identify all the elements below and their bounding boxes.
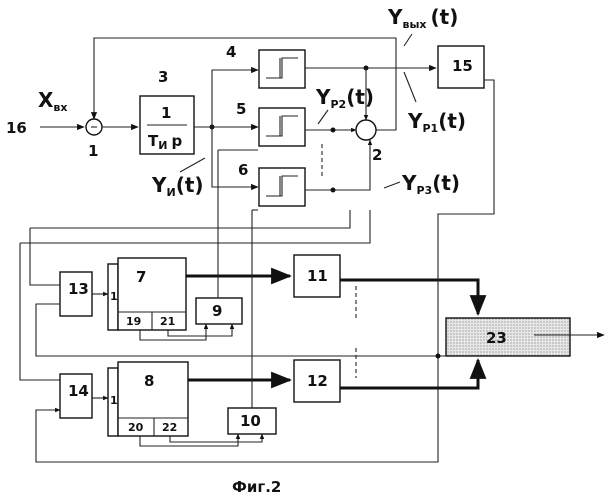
block-21-number: 21 [160,315,175,328]
yout-leader [404,34,412,46]
block-13-number: 13 [68,280,89,298]
block-11-number: 11 [307,267,328,285]
block-15-number: 15 [452,57,473,75]
input-number: 16 [6,119,27,137]
block-23-number: 23 [486,329,507,347]
relay-6-number: 6 [238,161,248,179]
block-23 [446,318,570,356]
relay-4-number: 4 [226,43,236,61]
relay-6-out-line [305,140,370,190]
to-relay-4-line [212,70,258,127]
top-bus-line [30,210,350,228]
block-19-number: 19 [126,315,141,328]
block-22-number: 22 [162,421,177,434]
figure-caption: Фиг.2 [232,478,281,496]
block-8-number: 8 [144,372,154,390]
yi-label: YИ(t) [151,173,204,199]
b13-side-line [36,304,60,330]
to-relay-6-line [212,127,258,187]
integrator-numerator: 1 [161,104,171,122]
input-label: Xвх [38,88,67,114]
block-9-number: 9 [212,302,222,320]
yp3-label: YP3(t) [401,171,460,197]
top-bus-line-2 [20,210,370,243]
yp1-label: YP1(t) [407,109,466,135]
summator-2 [356,120,376,140]
integrator-number: 3 [158,68,168,86]
left-bus-line-1 [30,228,60,285]
block-14-number: 14 [68,382,89,400]
b11-to-b23-line [340,280,478,314]
summator-2-number: 2 [372,146,382,164]
yi-leader [180,158,205,172]
yp1-leader [404,72,416,102]
relay-5-number: 5 [236,100,246,118]
b12-to-b23-line [340,360,478,388]
yout-label: Yвых(t) [387,5,458,31]
yp2-label: YP2(t) [315,85,374,111]
summator-1-number: 1 [88,142,98,160]
b23-left-node [436,354,441,359]
block-10-number: 10 [240,412,261,430]
block-20-number: 20 [128,421,144,434]
block-7-number: 7 [136,268,146,286]
yp3-leader [384,182,400,188]
yp2-leader [318,110,328,124]
left-bus-line-2 [20,243,60,380]
relay-5-out-node [331,128,336,133]
b13-to-b23-line [36,330,446,356]
relay-6-out-node [331,188,336,193]
block-12-number: 12 [307,372,328,390]
